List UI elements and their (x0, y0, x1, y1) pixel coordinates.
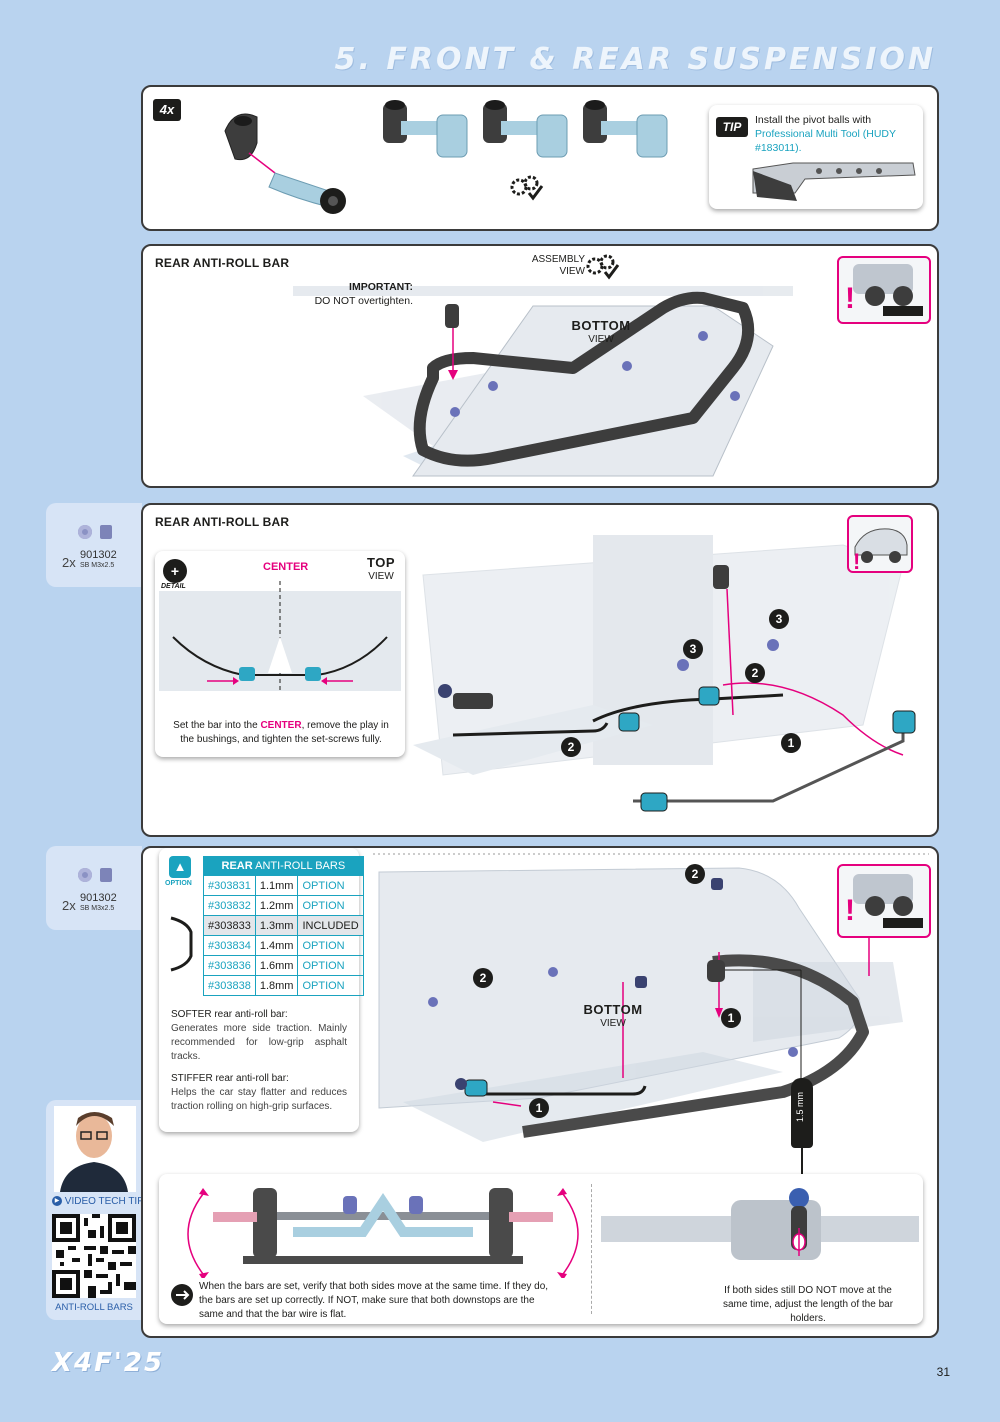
callout-2: 2 (685, 864, 705, 884)
callout-1: 1 (781, 733, 801, 753)
parts-qty: 2x (62, 555, 76, 570)
divider (591, 1184, 592, 1314)
callout-3b: 3 (683, 639, 703, 659)
step1-panel: 4x TIP (141, 85, 939, 231)
important-note: IMPORTANT: DO NOT overtighten. (314, 281, 413, 307)
step3-panel: REAR ANTI-ROLL BAR 1 2 2 3 3 ! + (141, 503, 939, 837)
rear-chassis-illustration (293, 286, 793, 477)
svg-text:!: ! (845, 894, 855, 927)
quantity-badge: 4x (153, 99, 181, 121)
qr-code[interactable] (52, 1214, 136, 1298)
parts-tab-step3: 2x 901302 SB M3x2.5 (46, 503, 142, 587)
parts-desc: SB M3x2.5 (80, 905, 115, 912)
setscrew-icon (100, 868, 112, 882)
verification-card: When the bars are set, verify that both … (159, 1174, 923, 1324)
detail-label: DETAIL (161, 583, 186, 590)
play-icon: ▶ (52, 1196, 62, 1207)
tool-warning-illustration: ! (845, 874, 923, 928)
callout-1b: 1 (529, 1098, 549, 1118)
washer-icon (78, 525, 92, 539)
suspension-rock-illustration (187, 1188, 579, 1278)
rear-bar-bottom-view-illustration (373, 853, 929, 1142)
pivot-ball-assembly-illustration (224, 113, 346, 214)
section-title: REAR ANTI-ROLL BAR (155, 515, 290, 529)
video-label: ▶ VIDEO TECH TIP (52, 1196, 144, 1207)
detail-centering-illustration (159, 581, 401, 693)
assembly-gears-icon (586, 254, 620, 280)
callout-2b: 2 (473, 968, 493, 988)
thumbs-up-icon: ▲ (169, 856, 191, 878)
callout-2b: 2 (745, 663, 765, 683)
tip-text: Install the pivot balls with Professiona… (755, 114, 896, 154)
parts-tab-step4: 2x 901302 SB M3x2.5 (46, 846, 142, 930)
step2-panel: REAR ANTI-ROLL BAR IMPORTANT: DO NOT ove… (141, 244, 939, 488)
softer-description: SOFTER rear anti-roll bar: Generates mor… (171, 1009, 347, 1062)
center-label: CENTER (263, 561, 309, 573)
video-caption: ANTI-ROLL BARS (55, 1302, 133, 1313)
callout-3: 3 (769, 609, 789, 629)
option-label: OPTION (165, 880, 192, 887)
car-warning-illustration: ! (853, 528, 908, 574)
warning-thumbnail: ! (837, 256, 931, 324)
tip-badge: TIP (716, 117, 748, 137)
warning-thumbnail: ! (837, 864, 931, 938)
setscrew-icon (100, 525, 112, 539)
presenter-photo (54, 1106, 136, 1192)
svg-text:!: ! (853, 549, 860, 571)
parts-code: 901302 (80, 892, 117, 904)
anti-roll-bar-shape-icon (170, 916, 193, 972)
multi-tool-illustration (752, 162, 916, 201)
stiffer-description: STIFFER rear anti-roll bar: Helps the ca… (171, 1073, 347, 1112)
product-logo: X4F'25 (52, 1348, 165, 1378)
washer-icon (78, 868, 92, 882)
hex-driver-tool (791, 1078, 813, 1148)
parts-qty: 2x (62, 898, 76, 913)
callout-2: 2 (561, 737, 581, 757)
table-title: REAR ANTI-ROLL BARS (203, 856, 364, 876)
bar-holder-illustration (601, 1188, 919, 1260)
assembled-pivot-balls-illustration (383, 100, 668, 158)
tip-card: TIP Install the pivot balls with Profess… (709, 105, 923, 209)
parts-code: 901302 (80, 549, 117, 561)
page-title: 5. FRONT & REAR SUSPENSION (334, 42, 936, 77)
adjust-text: If both sides still DO NOT move at the s… (722, 1285, 894, 1324)
car-thumbnail: ! (847, 515, 913, 574)
tool-size-label: 1.5 mm (795, 1092, 805, 1123)
section-title: REAR ANTI-ROLL BAR (155, 256, 290, 270)
detail-caption: Set the bar into the CENTER, remove the … (173, 720, 389, 745)
tool-warning-illustration: ! (845, 264, 923, 316)
wrench-icon (171, 1284, 193, 1306)
verification-text: When the bars are set, verify that both … (199, 1281, 549, 1320)
page-number: 31 (936, 1365, 950, 1379)
detail-magnifier-icon: + (163, 559, 187, 583)
svg-text:!: ! (845, 282, 855, 315)
gears-check-icon (510, 175, 544, 201)
assembly-view-label: ASSEMBLY VIEW (531, 254, 585, 277)
hex-driver-tip (801, 1148, 803, 1192)
callout-1: 1 (721, 1008, 741, 1028)
parts-desc: SB M3x2.5 (80, 562, 115, 569)
video-tech-tip-box[interactable]: ▶ VIDEO TECH TIP ANTI-ROLL BARS (46, 1100, 144, 1320)
